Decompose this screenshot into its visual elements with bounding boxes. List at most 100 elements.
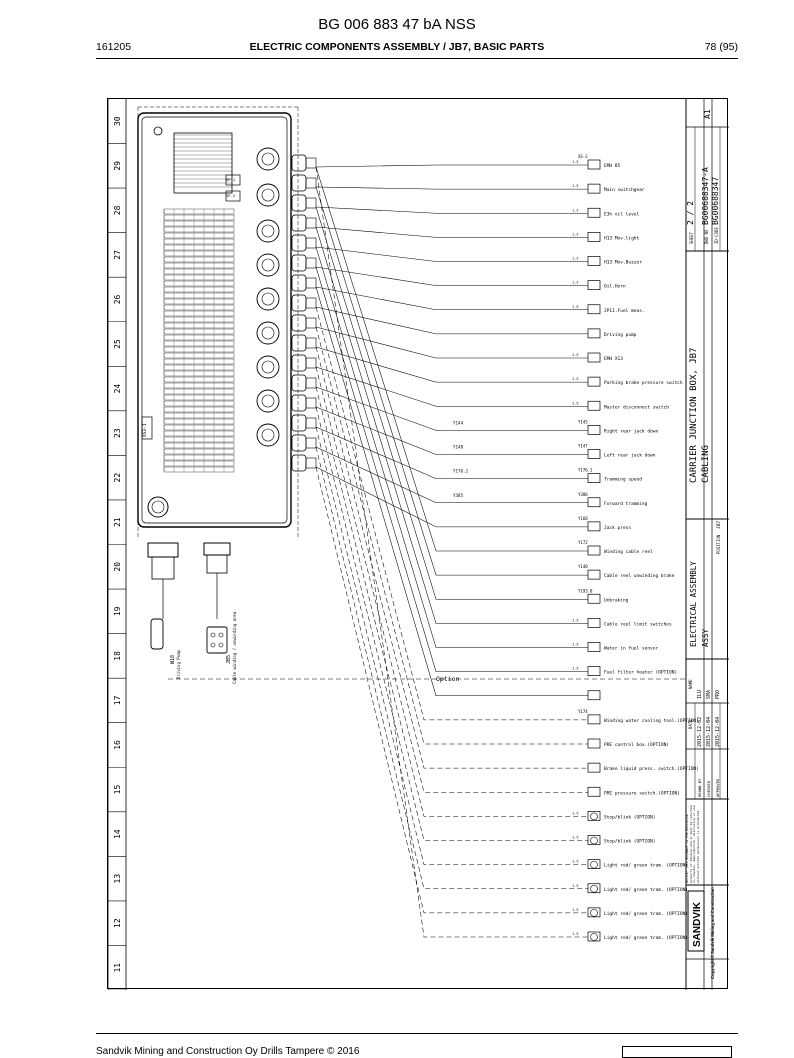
device-24: [587, 714, 601, 725]
grid-number: 17: [113, 695, 122, 705]
drawn-by-label: DRAWN BY: [697, 778, 702, 797]
wire-9: [315, 326, 598, 359]
left-comp-1-id: W18: [170, 655, 176, 664]
notice-box: NOTICE: This document is the exclusive p…: [686, 805, 700, 883]
title-line-2: CABLING: [701, 445, 711, 483]
wire-1: [315, 164, 598, 168]
component-label-24: Winding water cooling tool.(OPTION): [604, 718, 699, 724]
device-25: [587, 738, 601, 749]
wire-16: [315, 466, 598, 528]
drawn-by-name: ILU: [697, 690, 703, 699]
wire-32: [315, 466, 598, 914]
device-1: [587, 159, 601, 170]
device-20: [587, 618, 601, 628]
wire-size-33: 1.5: [572, 932, 579, 936]
component-label-2: Main switchgear: [604, 187, 645, 193]
device-10: [587, 376, 601, 387]
wire-31: [315, 446, 598, 890]
junction-box: XS3-1: [137, 106, 317, 539]
wire-size-2: 1.5: [572, 184, 579, 188]
connector-block: [291, 154, 307, 172]
sandvik-logo: SANDVIK: [692, 901, 703, 947]
checked-label: CHECKED: [706, 780, 711, 797]
device-26: [587, 762, 601, 773]
device-16: [587, 521, 601, 532]
component-label-20: Cable reel limit switches: [604, 621, 672, 627]
id-code: BG00688347: [711, 177, 720, 225]
wire-size-28: 1.5: [572, 811, 579, 815]
xs3-label: XS3-1: [142, 423, 148, 437]
wire-size-1: 1.5: [572, 160, 579, 164]
component-label-12: Right rear jack down: [604, 428, 658, 434]
lamp-icon: [590, 909, 598, 917]
date-label: DATE: [688, 719, 693, 729]
component-ref-18: Y140: [578, 564, 588, 569]
connector-block: [291, 354, 307, 372]
cable-gland: [256, 287, 280, 311]
wire-14: [315, 426, 598, 479]
grid-number: 20: [113, 562, 122, 572]
wire-size-9: 1.5: [572, 353, 579, 357]
checked-name: SMA: [706, 690, 712, 699]
wire-11: [315, 366, 598, 407]
component-ref-13: Y147: [578, 444, 588, 449]
grid-number: 27: [113, 250, 122, 260]
sheet-label: SHEET: [689, 231, 694, 244]
component-ref-1: XS-2: [578, 154, 588, 159]
device-19: [587, 593, 601, 604]
component-label-15: Forward tramming: [604, 501, 648, 507]
component-label-14: Tramming speed: [604, 477, 642, 483]
wiring: [315, 164, 598, 938]
wire-size-20: 1.5: [572, 618, 579, 622]
lamp-icon: [590, 860, 598, 869]
sp2-label: SP-2: [226, 193, 235, 198]
bottom-glands: W18 Driving Pump JB5 Cable winding / unw…: [147, 177, 237, 684]
component-label-7: JP11.Fuel meas.: [604, 308, 645, 314]
wire-size-7: 1.5: [572, 305, 579, 309]
wiring-diagram: 3029282726252423222120191817161514131211…: [108, 99, 729, 990]
component-label-30: Light red/ green tram. (OPTION): [604, 863, 688, 869]
component-label-1: EMH B5: [604, 163, 621, 169]
connector-block: [291, 374, 307, 392]
component-label-33: Light red/ green tram. (OPTION): [604, 935, 688, 941]
cable-gland: [256, 183, 280, 207]
connector-block: [291, 234, 307, 252]
component-label-26: Brake liquid press. switch.(OPTION): [604, 766, 699, 772]
footer-logo: [622, 1046, 732, 1058]
grid-number: 15: [113, 785, 122, 795]
component-label-3: E3h oil level: [604, 211, 640, 217]
grid-number: 22: [113, 473, 122, 483]
lamp-icon: [590, 933, 598, 941]
wire-33: [315, 166, 598, 938]
connector-block: [291, 414, 307, 432]
connector-block: [291, 334, 307, 352]
wire-25: [315, 326, 598, 745]
component-label-17: Winding cable reel: [604, 549, 653, 555]
connector-block: [291, 254, 307, 272]
wire-30: [315, 426, 598, 865]
approved-date: 2015-12-04: [715, 717, 721, 747]
component-label-8: Driving pump: [604, 332, 637, 338]
connector-block: [291, 294, 307, 312]
cable-gland: [256, 321, 280, 345]
component-label-32: Light red/ green tram. (OPTION): [604, 911, 688, 917]
terminal-strip: [163, 134, 235, 473]
notice-text: NOTICE: This document is the exclusive p…: [686, 805, 700, 883]
device-2: [587, 183, 601, 194]
sheet-value: 2 / 2: [686, 201, 695, 225]
name-label: NAME: [688, 679, 693, 689]
connector-block: [291, 274, 307, 292]
device-28: [587, 811, 601, 821]
component-tag-14: Y176.1: [453, 469, 469, 474]
wire-size-31: 1.5: [572, 884, 579, 888]
component-tag-15: Y385: [453, 493, 464, 498]
lamp-icon: [590, 884, 598, 893]
wire-10: [315, 346, 598, 383]
id-code-label: ID-CODE: [714, 227, 719, 244]
grid-number: 12: [113, 918, 122, 928]
sp1-label: SP-1: [226, 177, 236, 182]
lamp-icon: [590, 836, 598, 845]
device-7: [587, 304, 601, 315]
component-label-29: Stop/blink (OPTION): [604, 839, 655, 845]
